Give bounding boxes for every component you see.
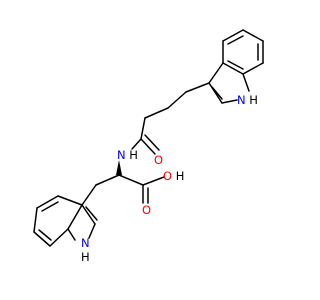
- bond: [57, 195, 83, 206]
- atom-label-o-acid: O: [142, 203, 151, 217]
- bond: [131, 138, 142, 150]
- bond: [140, 138, 156, 155]
- atom-symbol: N: [237, 93, 246, 107]
- atom-hydrogen: H: [176, 169, 185, 183]
- bond: [36, 195, 59, 209]
- bond-lines: [33, 29, 264, 247]
- bond: [142, 176, 165, 186]
- atom-label-nh-top: N H: [237, 93, 258, 107]
- bond: [211, 86, 223, 100]
- bond: [242, 73, 250, 92]
- atom-label-h-bottom: H: [81, 250, 90, 264]
- bond: [88, 223, 96, 239]
- bond: [221, 99, 238, 104]
- bond: [242, 62, 264, 75]
- bond: [85, 206, 98, 221]
- bond: [81, 204, 96, 225]
- bond: [33, 207, 38, 233]
- atom-symbol: N: [81, 236, 90, 250]
- bond: [185, 82, 210, 93]
- atom-symbol: O: [163, 169, 172, 183]
- atom-label-oh-acid: O H: [163, 169, 184, 183]
- bond: [118, 174, 144, 186]
- bond: [41, 201, 59, 212]
- molecule-structure: N H N H O O H O N H: [33, 29, 264, 264]
- atom-hydrogen: H: [81, 250, 90, 264]
- bond: [222, 62, 244, 75]
- atom-label-nh-amide: N H: [117, 148, 138, 162]
- bond: [222, 29, 244, 42]
- bond: [227, 60, 244, 70]
- bond: [227, 35, 244, 45]
- bond: [67, 204, 83, 230]
- bond: [81, 184, 97, 206]
- bond: [49, 228, 69, 247]
- atom-label-nh-bottom: N: [81, 236, 90, 250]
- bond: [144, 134, 160, 151]
- bond: [208, 62, 224, 84]
- bond: [140, 117, 146, 140]
- wedge-bond: [116, 160, 122, 175]
- bond: [33, 231, 51, 247]
- atom-symbol: O: [142, 203, 151, 217]
- atom-symbol: O: [154, 153, 163, 167]
- bond: [208, 82, 223, 104]
- bond: [95, 174, 120, 186]
- bond: [167, 91, 187, 109]
- bond: [242, 29, 264, 42]
- atom-hydrogen: H: [249, 93, 258, 107]
- bond: [38, 229, 52, 241]
- atom-hydrogen: H: [129, 148, 138, 162]
- atom-symbol: N: [117, 148, 126, 162]
- atom-label-o-amide: O: [154, 153, 163, 167]
- atom-labels: N H N H O O H O N H: [81, 93, 258, 264]
- bond: [67, 228, 76, 241]
- bond: [144, 107, 169, 119]
